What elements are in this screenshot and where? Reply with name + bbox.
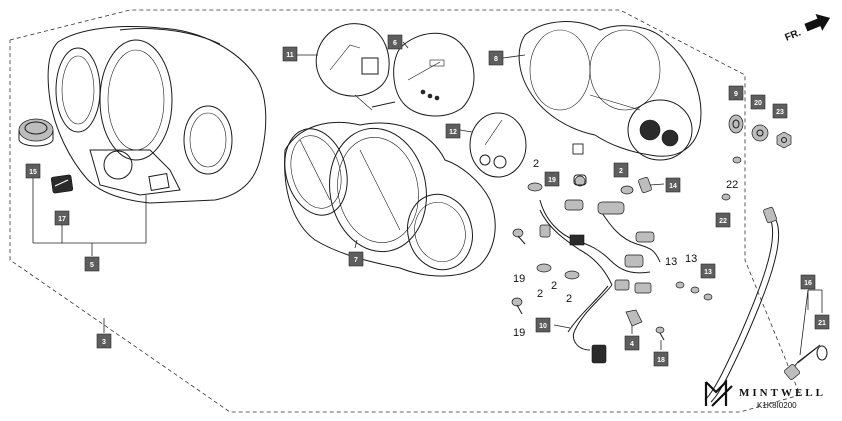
speedometer-cable-part-1 — [704, 206, 780, 403]
callout-19a: 19 — [513, 273, 525, 285]
callout-21: 21 — [814, 314, 830, 330]
diagram-code: K1K8I0200 — [757, 401, 797, 410]
fuel-gauge-face-part-12 — [469, 112, 527, 178]
callout-7: 7 — [348, 251, 364, 267]
callout-9: 9 — [728, 85, 744, 101]
front-direction-arrow: FR. — [783, 14, 831, 44]
o-ring-part-21 — [816, 345, 828, 361]
callout-16: 16 — [800, 274, 816, 290]
svg-text:9: 9 — [734, 91, 738, 98]
callout-2d: 2 — [566, 293, 572, 305]
callout-22a: 22 — [726, 179, 738, 191]
callout-3: 3 — [96, 333, 112, 349]
speedometer-face-part-6 — [371, 32, 475, 117]
svg-text:11: 11 — [286, 52, 294, 59]
callout-20: 20 — [750, 94, 766, 110]
washer-part-20 — [751, 124, 769, 142]
callout-10: 10 — [535, 317, 551, 333]
callout-2-box: 2 — [613, 162, 629, 178]
svg-text:10: 10 — [539, 323, 547, 330]
svg-text:23: 23 — [776, 109, 784, 116]
clamp-part-4 — [625, 309, 643, 327]
svg-text:2: 2 — [619, 168, 623, 175]
svg-text:20: 20 — [754, 100, 762, 107]
svg-text:7: 7 — [354, 257, 358, 264]
callout-14: 14 — [665, 177, 681, 193]
callout-19b: 19 — [513, 327, 525, 339]
svg-text:FR.: FR. — [783, 27, 802, 43]
callout-2c: 2 — [551, 280, 557, 292]
collar-part-9 — [728, 114, 744, 134]
cable-end-part-16 — [784, 344, 821, 380]
svg-text:18: 18 — [657, 357, 665, 364]
svg-text:MINTWELL: MINTWELL — [739, 387, 826, 399]
callout-13b: 13 — [685, 253, 697, 265]
svg-text:13: 13 — [704, 269, 712, 276]
svg-text:8: 8 — [494, 56, 498, 63]
callout-5: 5 — [84, 256, 100, 272]
callout-2b: 2 — [537, 288, 543, 300]
svg-text:3: 3 — [102, 339, 106, 346]
bulb-key-box — [572, 143, 584, 155]
svg-text:6: 6 — [393, 40, 397, 47]
callout-17: 17 — [54, 210, 70, 226]
leader-lines — [32, 41, 823, 356]
meter-visor-part-3 — [47, 26, 267, 204]
tachometer-face-part-11 — [315, 23, 390, 111]
callout-4: 4 — [624, 335, 640, 351]
svg-text:12: 12 — [449, 129, 457, 136]
svg-text:17: 17 — [58, 216, 66, 223]
callout-22-box: 22 — [715, 212, 731, 228]
callout-2a: 2 — [533, 158, 539, 170]
assembly-boundary — [9, 9, 801, 413]
svg-text:19: 19 — [548, 177, 556, 184]
callout-8: 8 — [488, 50, 504, 66]
svg-text:16: 16 — [804, 280, 812, 287]
callout-6: 6 — [387, 34, 403, 50]
socket-part-14 — [638, 176, 652, 194]
svg-text:15: 15 — [29, 169, 37, 176]
callout-11: 11 — [282, 46, 298, 62]
callout-15: 15 — [25, 163, 41, 179]
watermark-logo: MINTWELL — [704, 379, 826, 407]
callout-13-box: 13 — [700, 263, 716, 279]
wire-harness-part-10 — [539, 175, 661, 364]
callout-12: 12 — [445, 123, 461, 139]
callout-23: 23 — [772, 103, 788, 119]
meter-case-part-7 — [284, 122, 496, 277]
meter-base-part-8 — [518, 21, 702, 161]
svg-text:21: 21 — [818, 320, 826, 327]
callout-19-box: 19 — [544, 171, 560, 187]
svg-text:5: 5 — [90, 262, 94, 269]
emblem-part-17 — [50, 174, 74, 194]
svg-text:14: 14 — [669, 183, 677, 190]
callout-13a: 13 — [665, 256, 677, 268]
grommet-part-15 — [18, 118, 54, 147]
svg-text:4: 4 — [630, 341, 634, 348]
nut-part-23 — [776, 131, 792, 149]
screws-group — [511, 156, 742, 341]
svg-text:22: 22 — [719, 218, 727, 225]
callout-18: 18 — [653, 351, 669, 367]
